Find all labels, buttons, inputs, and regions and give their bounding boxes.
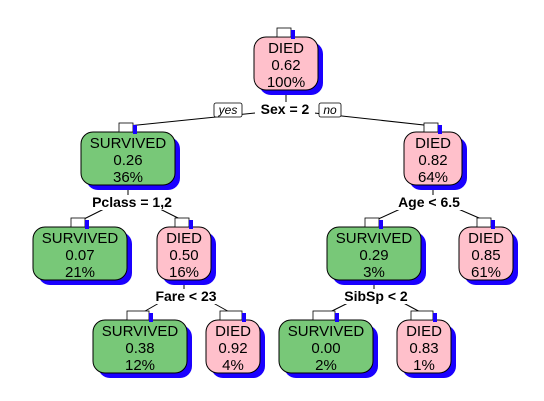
- node-id-shadow: [491, 220, 495, 229]
- node-probability: 0.38: [125, 340, 154, 357]
- node-probability: 0.62: [271, 57, 300, 74]
- node-class: SURVIVED: [336, 230, 413, 247]
- split-bg: [391, 195, 467, 210]
- node-percent: 100%: [267, 74, 305, 91]
- split-1: Sex = 2: [255, 101, 315, 117]
- branch-box: [213, 102, 243, 118]
- node-percent: 64%: [418, 169, 448, 186]
- node-id-shadow: [335, 313, 339, 322]
- node-percent: 4%: [222, 357, 244, 374]
- node-probability: 0.50: [169, 247, 198, 264]
- node-class: SURVIVED: [42, 230, 119, 247]
- split-bg: [255, 102, 315, 117]
- node-class: DIED: [468, 230, 504, 247]
- branch-text: no: [323, 103, 337, 117]
- node-id-shadow: [433, 313, 437, 322]
- branch-text: yes: [218, 103, 238, 117]
- node-id-shadow: [149, 313, 153, 322]
- node-percent: 3%: [363, 264, 385, 281]
- node-percent: 36%: [113, 169, 143, 186]
- node-class: DIED: [406, 323, 442, 340]
- split-bg: [338, 289, 414, 304]
- node-probability: 0.26: [113, 152, 142, 169]
- split-bg: [82, 195, 182, 210]
- node-probability: 0.83: [409, 340, 438, 357]
- node-probability: 0.85: [471, 247, 500, 264]
- branch-label-yes: yes: [213, 102, 243, 118]
- node-class: DIED: [268, 40, 304, 57]
- node-id-shadow: [379, 220, 383, 229]
- node-id-box: [476, 217, 492, 228]
- node-id-box: [276, 27, 292, 38]
- node-class: SURVIVED: [90, 135, 167, 152]
- node-probability: 0.07: [65, 247, 94, 264]
- node-id-box: [312, 310, 336, 321]
- split-5: Fare < 23: [148, 288, 224, 304]
- node-id-shadow: [438, 125, 442, 134]
- node-id-box: [364, 217, 380, 228]
- node-id-shadow: [242, 313, 246, 322]
- node-percent: 21%: [65, 264, 95, 281]
- node-id-box: [174, 217, 190, 228]
- node-id-shadow: [133, 125, 137, 134]
- split-label: Fare < 23: [155, 288, 216, 304]
- node-id-shadow: [291, 30, 295, 39]
- node-class: DIED: [166, 230, 202, 247]
- split-label: SibSp < 2: [344, 288, 408, 304]
- node-id-box: [219, 310, 243, 321]
- node-id-box: [126, 310, 150, 321]
- node-probability: 0.29: [359, 247, 388, 264]
- node-probability: 0.82: [418, 152, 447, 169]
- edge-1-2: [127, 111, 266, 127]
- node-probability: 0.00: [311, 340, 340, 357]
- node-class: SURVIVED: [102, 323, 179, 340]
- split-3: Age < 6.5: [391, 194, 467, 210]
- nodes: DIED0.62100%SURVIVED0.2636%DIED0.8264%SU…: [32, 27, 518, 378]
- node-percent: 12%: [125, 357, 155, 374]
- node-percent: 16%: [169, 264, 199, 281]
- branch-label-no: no: [318, 102, 342, 118]
- node-percent: 2%: [315, 357, 337, 374]
- node-id-box: [118, 122, 134, 133]
- split-bg: [148, 289, 224, 304]
- node-id-box: [423, 122, 439, 133]
- split-6: SibSp < 2: [338, 288, 414, 304]
- node-probability: 0.92: [218, 340, 247, 357]
- split-2: Pclass = 1,2: [82, 194, 182, 210]
- branch-box: [318, 102, 342, 118]
- node-class: DIED: [415, 135, 451, 152]
- node-id-box: [70, 217, 86, 228]
- split-label: Pclass = 1,2: [92, 194, 172, 210]
- node-percent: 61%: [471, 264, 501, 281]
- node-id-shadow: [85, 220, 89, 229]
- node-id-box: [410, 310, 434, 321]
- node-percent: 1%: [413, 357, 435, 374]
- node-class: SURVIVED: [288, 323, 365, 340]
- split-label: Age < 6.5: [398, 194, 460, 210]
- split-label: Sex = 2: [261, 101, 310, 117]
- node-class: DIED: [215, 323, 251, 340]
- node-id-shadow: [189, 220, 193, 229]
